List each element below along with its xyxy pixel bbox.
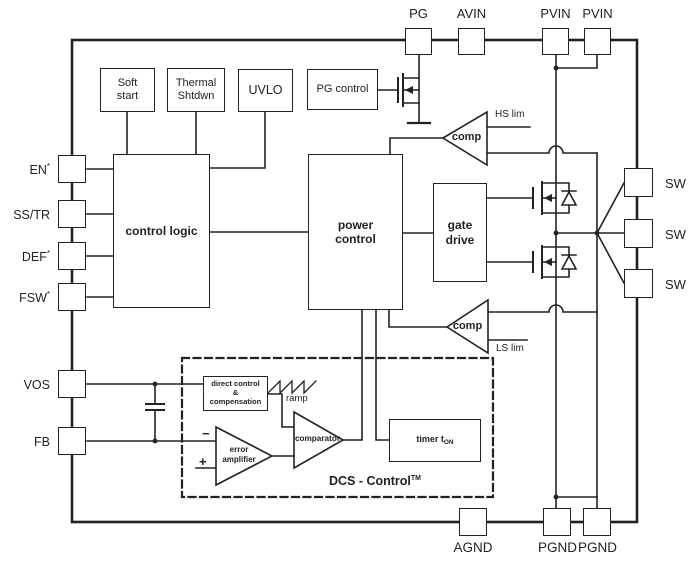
pin-agnd-label: AGND	[453, 540, 493, 555]
wire-sw-fanout	[555, 181, 626, 285]
wire-pvin2-link	[555, 54, 598, 69]
pin-def	[58, 242, 86, 270]
wire-hs-sense	[486, 145, 598, 154]
block-pg-control: PG control	[307, 69, 378, 110]
pin-sw-2	[624, 219, 653, 248]
wire-gate-leads	[486, 197, 534, 263]
pin-fsw	[58, 283, 86, 311]
pin-sw-1-label: SW	[665, 176, 686, 191]
pin-pg-label: PG	[409, 6, 428, 21]
ls-body-diode-triangle	[560, 254, 578, 270]
pin-en	[58, 155, 86, 183]
ls-lim-label: LS lim	[496, 343, 524, 354]
pg-mosfet	[397, 73, 432, 125]
block-gate-drive: gate drive	[433, 183, 487, 282]
pin-pg	[405, 28, 432, 55]
block-uvlo: UVLO	[238, 69, 293, 112]
error-amp-label: error amplifier	[222, 445, 256, 464]
pin-avin	[458, 28, 485, 55]
pin-vos	[58, 370, 86, 398]
wire-timer	[375, 309, 390, 441]
block-thermal-shutdown: Thermal Shtdwn	[167, 68, 225, 112]
pin-pgnd-2-label: PGND	[577, 540, 617, 555]
pin-sstr-label: SS/TR	[13, 208, 50, 222]
hs-mosfet-body-arrow	[544, 194, 552, 202]
block-control-logic: control logic	[113, 154, 210, 308]
ramp-label: ramp	[286, 393, 308, 404]
pin-pvin-1-label: PVIN	[540, 6, 571, 21]
ramp-sawtooth	[267, 379, 317, 395]
capacitor	[145, 383, 165, 442]
hs-comp-label: comp	[451, 131, 482, 143]
pin-pgnd-1	[543, 508, 571, 536]
pg-mosfet-body-arrow	[405, 86, 413, 94]
wire-logic-power-gate	[209, 231, 434, 234]
wire-direct-control-out	[267, 393, 295, 428]
wire-pg	[377, 54, 420, 123]
junction-dots	[152, 65, 600, 500]
pin-def-label: DEF*	[21, 249, 50, 264]
wire-hs-comp-output	[389, 137, 444, 155]
dcs-control-label: DCS - ControlTM	[328, 474, 422, 488]
pin-agnd	[459, 508, 487, 536]
error-amp-minus: −	[202, 426, 210, 441]
wire-ls-sense	[487, 304, 598, 313]
wire-comparator-out	[342, 309, 363, 441]
pin-sw-3	[624, 269, 653, 298]
pin-fb	[58, 427, 86, 455]
pin-avin-label: AVIN	[456, 6, 487, 21]
block-direct-control: direct control & compensation	[203, 376, 268, 411]
hs-body-diode-triangle	[560, 190, 578, 206]
wire-ls-comp-output	[388, 309, 448, 328]
block-timer: timer tON	[389, 419, 481, 462]
wire-topblocks-to-control-logic	[126, 111, 266, 169]
hs-lim-label: HS lim	[495, 109, 525, 120]
pin-fb-label: FB	[34, 435, 50, 449]
pin-pvin-2	[584, 28, 611, 55]
error-amp-triangle	[215, 425, 274, 487]
pin-sw-2-label: SW	[665, 227, 686, 242]
ls-comp-label: comp	[452, 320, 483, 332]
pin-en-label: EN*	[29, 162, 51, 177]
dcs-control-region	[180, 356, 495, 499]
pin-pgnd-2	[583, 508, 611, 536]
pin-pvin-1	[542, 28, 569, 55]
pin-vos-label: VOS	[23, 378, 50, 392]
pin-pgnd-1-label: PGND	[537, 540, 577, 555]
block-power-control: power control	[308, 154, 403, 310]
pin-pvin-2-label: PVIN	[582, 6, 613, 21]
comparator-label: comparator	[294, 434, 341, 443]
pin-fsw-label: FSW*	[19, 290, 50, 305]
ls-comp-triangle	[445, 298, 489, 355]
hs-comp-triangle	[441, 110, 488, 167]
block-soft-start: Soft start	[100, 68, 155, 112]
wire-left-pins	[86, 168, 114, 298]
pin-sw-1	[624, 168, 653, 197]
ls-mosfet-body-arrow	[544, 258, 552, 266]
comparator-triangle	[293, 410, 345, 470]
hs-mosfet	[532, 181, 578, 215]
pin-sw-3-label: SW	[665, 277, 686, 292]
ls-mosfet	[532, 245, 578, 279]
pin-sstr	[58, 200, 86, 228]
error-amp-plus: +	[199, 454, 207, 469]
